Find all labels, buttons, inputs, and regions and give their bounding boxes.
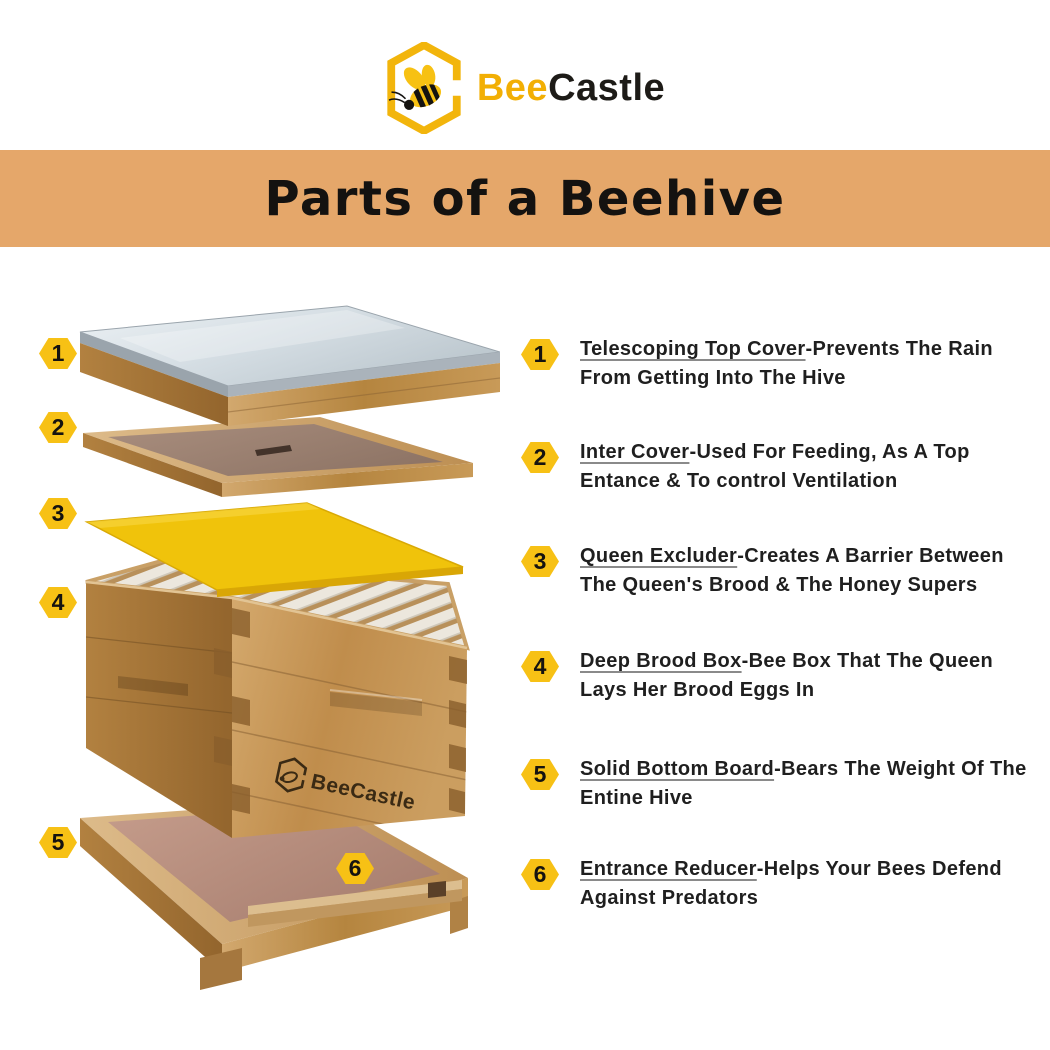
item-text-2: Inter Cover-Used For Feeding, As A Top E… [580, 438, 1042, 496]
part-name-5: Solid Bottom Board [580, 758, 775, 780]
page-title: Parts of a Beehive [264, 170, 786, 227]
legend-item-6: 6 Entrance Reducer-Helps Your Bees Defen… [521, 855, 1042, 913]
item-badge-1: 1 [521, 339, 559, 370]
part-sep-1: - [805, 338, 813, 360]
bottom-board-graphic [80, 800, 468, 990]
queen-excluder-graphic [84, 502, 464, 597]
legend-item-5: 5 Solid Bottom Board-Bears The Weight Of… [521, 755, 1042, 813]
legend-item-1: 1 Telescoping Top Cover-Prevents The Rai… [521, 335, 1042, 393]
entrance-reducer-graphic [248, 880, 462, 927]
item-text-4: Deep Brood Box-Bee Box That The Queen La… [580, 647, 1042, 705]
inner-cover-graphic [83, 417, 473, 497]
top-cover-graphic [79, 305, 500, 426]
diagram-badge-5: 5 [39, 827, 77, 858]
item-text-1: Telescoping Top Cover-Prevents The Rain … [580, 335, 1042, 393]
item-text-6: Entrance Reducer-Helps Your Bees Defend … [580, 855, 1042, 913]
brand-logo: BeeCastle [0, 36, 1050, 140]
item-badge-5: 5 [521, 759, 559, 790]
part-sep-6: - [756, 858, 764, 880]
diagram-badge-4: 4 [39, 587, 77, 618]
part-sep-2: - [689, 441, 697, 463]
part-name-6: Entrance Reducer [580, 858, 757, 880]
part-desc-6: Helps Your Bees Defend Against Predators [580, 858, 1002, 909]
legend-item-4: 4 Deep Brood Box-Bee Box That The Queen … [521, 647, 1042, 705]
part-desc-4: Bee Box That The Queen Lays Her Brood Eg… [580, 650, 994, 701]
legend-item-2: 2 Inter Cover-Used For Feeding, As A Top… [521, 438, 1042, 496]
part-sep-3: - [737, 545, 745, 567]
part-name-2: Inter Cover [580, 441, 690, 463]
item-badge-4: 4 [521, 651, 559, 682]
beehive-exploded-diagram: BeeCastle [79, 305, 500, 990]
title-banner: Parts of a Beehive [0, 150, 1050, 247]
part-name-3: Queen Excluder [580, 545, 738, 567]
item-text-3: Queen Excluder-Creates A Barrier Between… [580, 542, 1042, 600]
item-badge-2: 2 [521, 442, 559, 473]
diagram-badge-6: 6 [336, 853, 374, 884]
legend-item-3: 3 Queen Excluder-Creates A Barrier Betwe… [521, 542, 1042, 600]
part-desc-5: Bears The Weight Of The Entine Hive [580, 758, 1027, 809]
part-sep-4: - [741, 650, 749, 672]
brood-box-graphic: BeeCastle [85, 557, 470, 838]
item-badge-6: 6 [521, 859, 559, 890]
part-name-4: Deep Brood Box [580, 650, 742, 672]
brand-name: BeeCastle [477, 69, 665, 107]
item-badge-3: 3 [521, 546, 559, 577]
part-desc-1: Prevents The Rain From Getting Into The … [580, 338, 993, 389]
brand-castle: Castle [548, 67, 666, 109]
part-desc-3: Creates A Barrier Between The Queen's Br… [580, 545, 1004, 596]
item-text-5: Solid Bottom Board-Bears The Weight Of T… [580, 755, 1042, 813]
part-sep-5: - [774, 758, 782, 780]
brand-bee: Bee [476, 67, 549, 109]
part-desc-2: Used For Feeding, As A Top Entance & To … [580, 441, 970, 492]
bee-hexagon-icon [387, 42, 461, 134]
part-name-1: Telescoping Top Cover [580, 338, 806, 360]
